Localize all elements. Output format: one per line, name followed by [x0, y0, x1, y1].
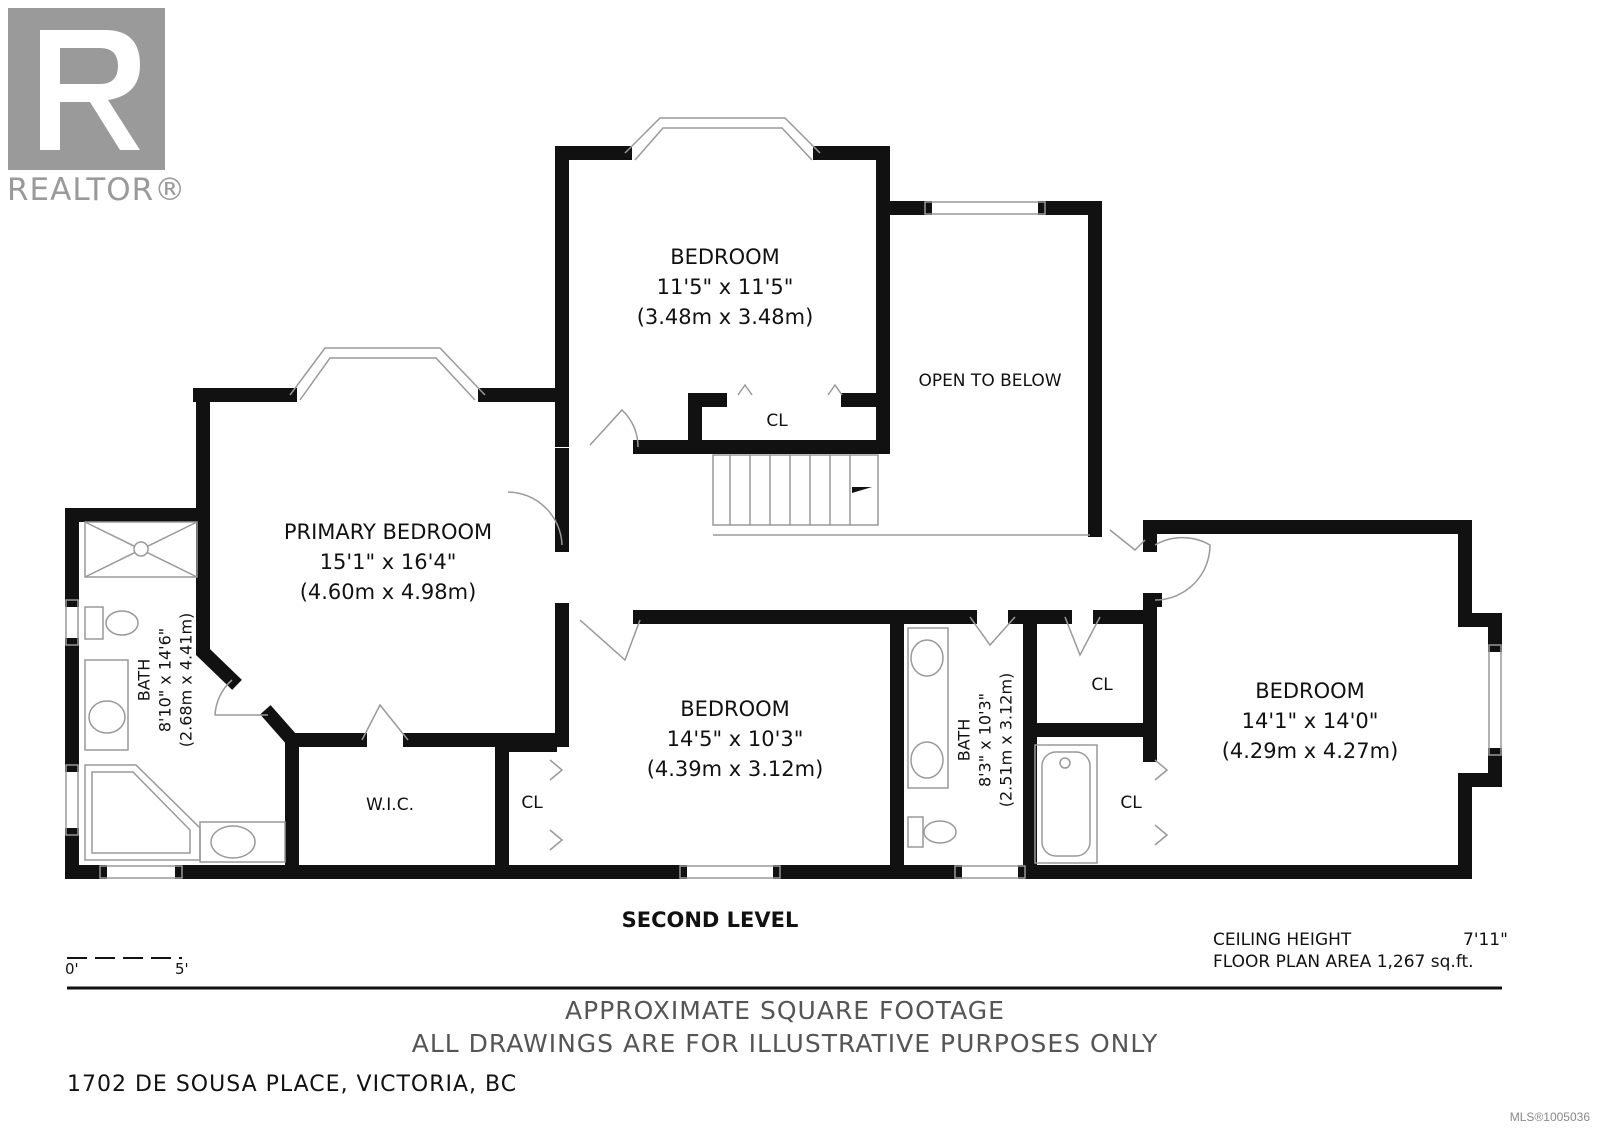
area-value: 1,267 sq.ft. [1376, 952, 1474, 972]
room-name: PRIMARY BEDROOM [283, 520, 493, 544]
scale-end: 5' [175, 960, 189, 978]
plan-info: CEILING HEIGHT 7'11" FLOOR PLAN AREA 1,26… [1213, 929, 1508, 973]
room-metric: (2.51m x 3.12m) [996, 672, 1016, 808]
room-imperial: 11'5" x 11'5" [656, 275, 794, 299]
room-metric: (4.39m x 3.12m) [646, 757, 824, 781]
room-imperial: 15'1" x 16'4" [319, 550, 457, 574]
closet-label: CL [1120, 793, 1142, 813]
disclaimer-line: ALL DRAWINGS ARE FOR ILLUSTRATIVE PURPOS… [411, 1029, 1159, 1058]
area-label: FLOOR PLAN AREA [1213, 952, 1372, 972]
ceiling-label: CEILING HEIGHT [1213, 930, 1352, 950]
closet-label: CL [766, 411, 788, 431]
address: 1702 DE SOUSA PLACE, VICTORIA, BC [67, 1072, 518, 1097]
ceiling-value: 7'11" [1463, 930, 1508, 950]
room-bath-hall: BATH 8'3" x 10'3" (2.51m x 3.12m) [954, 673, 1017, 808]
room-metric: (3.48m x 3.48m) [636, 305, 814, 329]
disclaimer-line: APPROXIMATE SQUARE FOOTAGE [565, 996, 1005, 1025]
room-name: BATH [134, 658, 154, 702]
room-primary-bedroom: PRIMARY BEDROOM 15'1" x 16'4" (4.60m x 4… [284, 517, 492, 607]
room-name: BEDROOM [670, 245, 780, 269]
level-title: SECOND LEVEL [621, 908, 799, 932]
open-to-below-label: OPEN TO BELOW [918, 371, 1062, 391]
ceiling-height: CEILING HEIGHT 7'11" [1213, 929, 1508, 951]
closet-label: CL [521, 793, 543, 813]
room-imperial: 14'1" x 14'0" [1241, 709, 1379, 733]
wic-label: W.I.C. [366, 795, 414, 815]
room-imperial: 8'10" x 14'6" [155, 627, 175, 733]
realtor-logo [8, 8, 165, 170]
realtor-logo-text: REALTOR® [7, 172, 187, 208]
room-imperial: 14'5" x 10'3" [666, 727, 804, 751]
fixtures [65, 117, 1502, 879]
room-bedroom-top: BEDROOM 11'5" x 11'5" (3.48m x 3.48m) [637, 242, 814, 332]
room-name: BEDROOM [1255, 679, 1365, 703]
room-imperial: 8'3" x 10'3" [975, 692, 995, 788]
closet-label: CL [1091, 675, 1113, 695]
room-bath-primary: BATH 8'10" x 14'6" (2.68m x 4.41m) [134, 613, 197, 748]
scale-start: 0' [65, 960, 79, 978]
room-name: BEDROOM [680, 697, 790, 721]
room-name: BATH [954, 718, 974, 762]
room-metric: (4.29m x 4.27m) [1221, 739, 1399, 763]
mls-number: MLS®1005036 [1509, 1110, 1590, 1124]
floor-area: FLOOR PLAN AREA 1,267 sq.ft. [1213, 951, 1474, 973]
stair-arrow-icon [852, 487, 872, 493]
room-metric: (4.60m x 4.98m) [299, 580, 477, 604]
room-bedroom-middle: BEDROOM 14'5" x 10'3" (4.39m x 3.12m) [647, 694, 824, 784]
room-metric: (2.68m x 4.41m) [176, 612, 196, 748]
room-bedroom-right: BEDROOM 14'1" x 14'0" (4.29m x 4.27m) [1222, 676, 1399, 766]
